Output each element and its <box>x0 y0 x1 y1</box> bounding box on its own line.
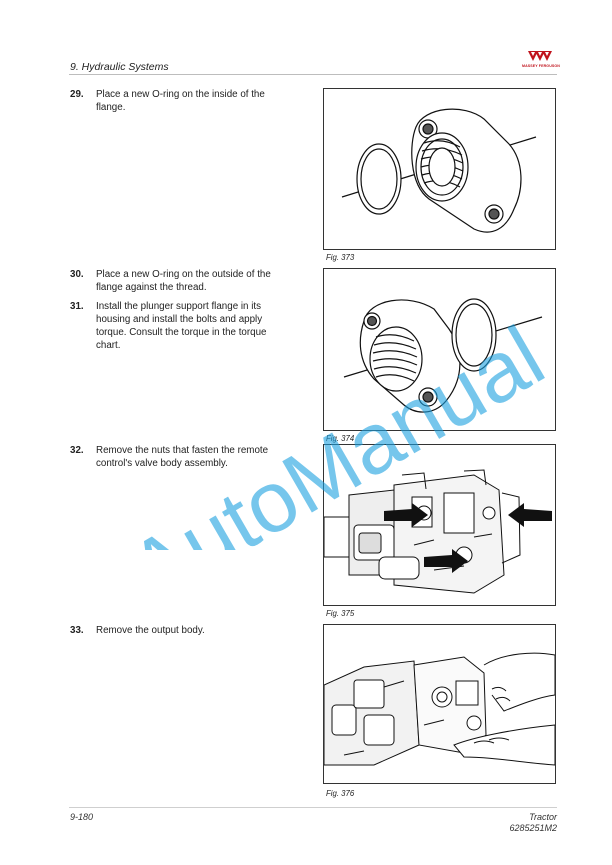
figure-374-image <box>323 268 556 431</box>
step-number: 29. <box>70 89 84 100</box>
document-number: 6285251M2 <box>509 823 557 833</box>
step-text: Remove the nuts that fasten the remote c… <box>96 445 269 469</box>
figure-373-image <box>323 88 556 250</box>
figure-374-caption: Fig. 374 <box>326 434 355 443</box>
step-text: Place a new O-ring on the inside of the … <box>96 89 265 113</box>
figure-376-image <box>323 624 556 784</box>
figure-376-caption: Fig. 376 <box>326 789 355 798</box>
section-title: 9. Hydraulic Systems <box>70 61 169 73</box>
brand-logo: MASSEY FERGUSON <box>522 50 560 70</box>
product-name: Tractor <box>529 812 557 822</box>
step-text: Install the plunger support flange in it… <box>96 301 267 351</box>
footer-info: Tractor 6285251M2 <box>509 812 557 834</box>
step-number: 31. <box>70 301 84 312</box>
figure-375-caption: Fig. 375 <box>326 609 355 618</box>
step-number: 33. <box>70 625 84 636</box>
logo-text: MASSEY FERGUSON <box>522 64 560 68</box>
page-number: 9-180 <box>70 812 94 822</box>
step-text: Place a new O-ring on the outside of the… <box>96 269 271 293</box>
step-number: 30. <box>70 269 84 280</box>
figure-375-image <box>323 444 556 606</box>
step-number: 32. <box>70 445 84 456</box>
step-text: Remove the output body. <box>96 625 205 636</box>
triple-triangle-logo-icon <box>528 51 552 61</box>
header-divider <box>69 74 557 75</box>
figure-373-caption: Fig. 373 <box>326 253 355 262</box>
footer-divider <box>69 807 557 808</box>
